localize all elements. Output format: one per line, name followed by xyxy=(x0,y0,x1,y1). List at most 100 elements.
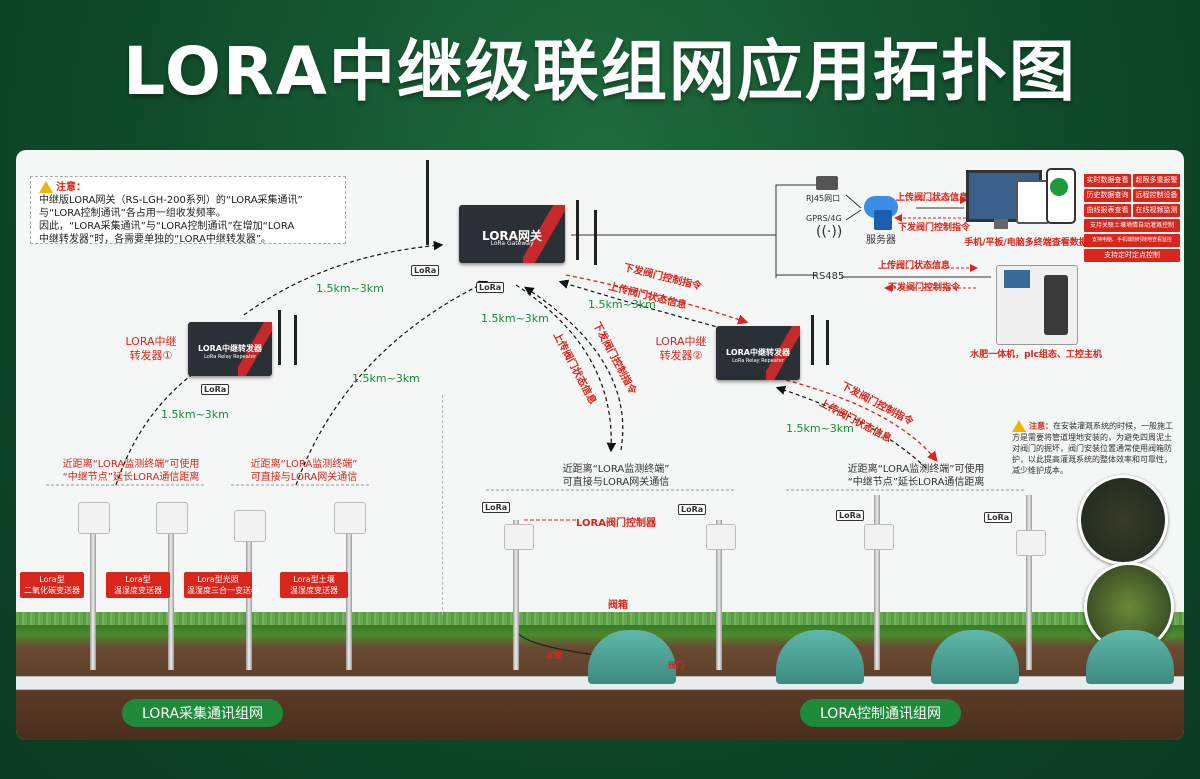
feature-button: 超限多重报警 xyxy=(1133,174,1180,187)
valve-controller-label: LORA阀门控制器 xyxy=(576,518,656,529)
valve-box xyxy=(1086,630,1174,684)
down-cmd-485-text: 下发阀门控制指令 xyxy=(888,283,961,293)
relay2-name: LORA中继 转发器② xyxy=(655,335,707,362)
server-icon xyxy=(874,210,892,230)
lora-icon: LoRa xyxy=(482,502,511,513)
collection-network-pill: LORA采集通讯组网 xyxy=(122,699,284,727)
caption-right-relay: 近距离“LORA监测终端”可使用 “中继节点”延长LORA通信距离 xyxy=(847,464,985,488)
feature-list: 实时数据查看 超限多重报警 历史数据查询 远程控制设备 曲线报表查看 在线视频监… xyxy=(1084,174,1180,262)
controller-pole xyxy=(1026,495,1032,670)
controller-pole xyxy=(716,520,722,670)
wifi-icon: ((·)) xyxy=(816,224,843,240)
distance-label: 1.5km~3km xyxy=(316,282,384,295)
feature-button: 支持电脑、手机端随时随地查看监控 xyxy=(1084,234,1180,247)
distance-label: 1.5km~3km xyxy=(352,372,420,385)
lora-icon: LoRa xyxy=(411,265,440,276)
caption-mid-direct: 近距离“LORA监测终端” 可直接与LORA网关通信 xyxy=(562,464,670,488)
relay1-antenna xyxy=(278,310,281,365)
distance-label: 1.5km~3km xyxy=(481,312,549,325)
control-network-pill: LORA控制通讯组网 xyxy=(800,699,962,727)
gprs-label: GPRS/4G xyxy=(806,214,842,223)
caption-left-direct: 近距离“LORA监测终端” 可直接与LORA网关通信 xyxy=(250,459,358,483)
lora-icon: LoRa xyxy=(201,384,230,395)
co2-sensor-icon xyxy=(78,502,110,534)
feature-button: 支持定时定点控制 xyxy=(1084,249,1180,262)
soil-sensor-icon xyxy=(334,502,366,534)
down-cmd-text: 下发阀门控制指令 xyxy=(898,223,971,233)
link-right-relay2 xyxy=(775,385,927,469)
sensor-tag: Lora型 二氧化碳变送器 xyxy=(20,572,84,598)
distance-label: 1.5km~3km xyxy=(161,408,229,421)
link-gateway-mid xyxy=(515,284,617,453)
controller-pole xyxy=(874,495,880,670)
valve-photo xyxy=(1078,475,1168,565)
link-sensors-gateway xyxy=(295,280,489,486)
relay2-antenna xyxy=(811,315,814,365)
up-status-text: 上传阀门状态信息 xyxy=(896,193,969,203)
link-relay2-gateway xyxy=(558,279,737,333)
distance-label: 1.5km~3km xyxy=(588,298,656,311)
water-pipe-label: 水管 xyxy=(546,651,562,660)
controller-wire xyxy=(515,545,597,656)
sensor-tag: Lora型 温湿度变送器 xyxy=(106,572,170,598)
valve-controller-icon xyxy=(706,524,736,550)
valve-box-label: 阀箱 xyxy=(608,600,628,611)
lora-icon: LoRa xyxy=(476,282,505,293)
rj45-icon xyxy=(816,176,838,190)
lora-icon: LoRa xyxy=(836,510,865,521)
up-status-485-text: 上传阀门状态信息 xyxy=(878,261,951,271)
lora-icon: LoRa xyxy=(984,512,1013,523)
feature-button: 实时数据查看 xyxy=(1084,174,1131,187)
rj45-label: RJ45网口 xyxy=(806,194,841,203)
valve-controller-icon xyxy=(1016,530,1046,556)
link-relay2-right xyxy=(785,379,938,463)
warning-icon xyxy=(1012,420,1026,432)
connection-lines xyxy=(46,184,1026,656)
valve-box xyxy=(776,630,864,684)
sensor-pole xyxy=(346,520,352,670)
lora-icon: LoRa xyxy=(678,504,707,515)
sensor-pole xyxy=(168,520,174,670)
tablet-icon xyxy=(1016,180,1050,224)
controller-pole xyxy=(513,520,519,670)
relay2-device: LORA中继转发器 LoRa Relay Repeater xyxy=(716,326,800,380)
gateway-antenna xyxy=(426,160,429,245)
warning-icon xyxy=(39,181,53,193)
install-note: 注意：在安装灌溉系统的时候，一般施工方是需要将管道埋地安装的，为避免四周泥土对阀… xyxy=(1012,420,1173,475)
valve-box xyxy=(588,630,676,684)
distance-label: 1.5km~3km xyxy=(786,422,854,435)
relay2-antenna xyxy=(826,320,829,365)
gateway-label: LORA网关 xyxy=(482,229,542,244)
sensor-tag: Lora型光照 温湿度三合一变送器 xyxy=(184,572,259,598)
link-mid-gateway xyxy=(523,286,624,451)
light-sensor-icon xyxy=(234,510,266,542)
valve-label: 阀门 xyxy=(668,661,684,670)
link-relay1-gateway xyxy=(243,240,444,316)
clients-caption: 手机/平板/电脑多终端查看数据 xyxy=(964,238,1088,248)
link-gateway-relay2 xyxy=(565,274,749,325)
temp-humidity-sensor-icon xyxy=(156,502,188,534)
caption-left-relay: 近距离“LORA监测终端”可使用 “中继节点”延长LORA通信距离 xyxy=(62,459,200,483)
lora-gateway-device: LORA网关 LoRa Gateway xyxy=(459,205,565,263)
sensor-pole xyxy=(90,520,96,670)
gateway-antenna xyxy=(594,210,597,265)
plc-caption: 水肥一体机，plc组态、工控主机 xyxy=(970,350,1102,360)
feature-button: 在线视频监测 xyxy=(1133,204,1180,217)
rs485-label: RS485 xyxy=(812,271,845,282)
relay1-name: LORA中继 转发器① xyxy=(125,335,177,362)
server-label: 服务器 xyxy=(866,235,896,246)
phone-icon xyxy=(1046,168,1076,224)
valve-controller-icon xyxy=(504,524,534,550)
note-box: 注意： 中继版LORA网关（RS-LGH-200系列）的“LORA采集通讯” 与… xyxy=(30,176,346,245)
relay1-device: LORA中继转发器 LoRa Relay Repeater xyxy=(188,322,272,376)
valve-controller-icon xyxy=(864,524,894,550)
gateway-antenna xyxy=(576,200,579,260)
feature-button: 曲线报表查看 xyxy=(1084,204,1131,217)
link-sensors-relay1 xyxy=(115,366,203,486)
feature-button: 历史数据查询 xyxy=(1084,189,1131,202)
feature-button: 远程控制设备 xyxy=(1133,189,1180,202)
relay1-antenna xyxy=(294,315,297,365)
diagram-panel: 注意： 中继版LORA网关（RS-LGH-200系列）的“LORA采集通讯” 与… xyxy=(16,150,1184,740)
feature-button: 支持关联土壤墒情自动灌溉控制 xyxy=(1084,219,1180,232)
sensor-tag: Lora型土壤 温湿度变送器 xyxy=(280,572,348,598)
